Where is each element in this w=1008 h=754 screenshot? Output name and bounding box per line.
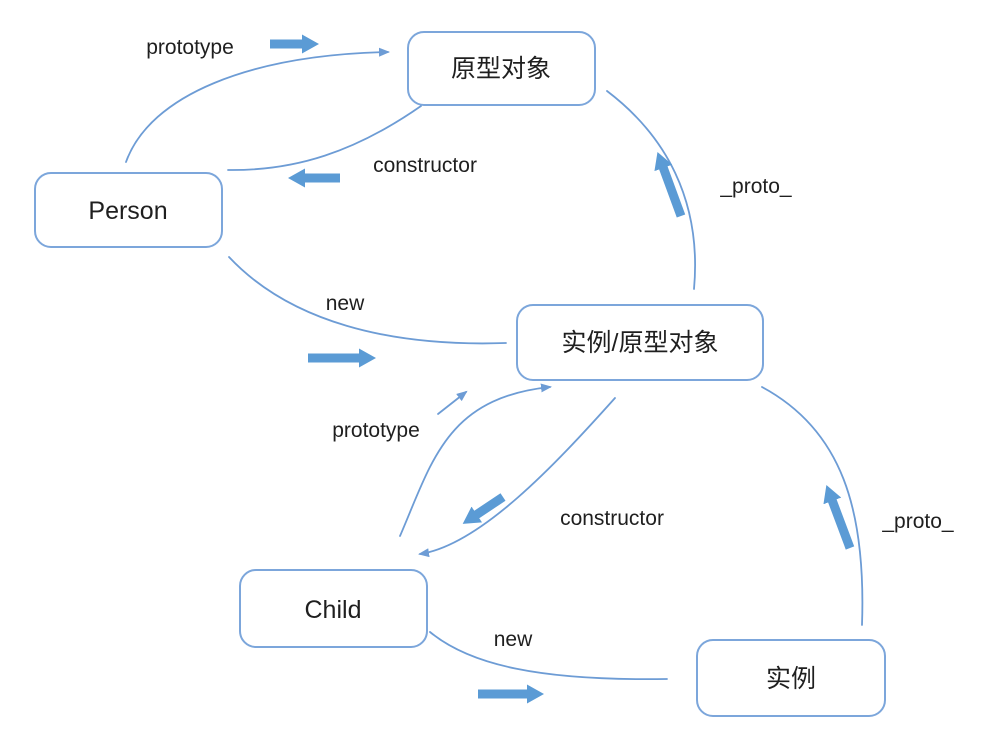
edge-instance-prototype-to-child-curve xyxy=(418,397,616,558)
edge-prototype-object-to-person-curve xyxy=(227,105,422,171)
node-instance-label: 实例 xyxy=(766,665,816,693)
prototype-bottom-pointer-arrow xyxy=(437,390,468,415)
edge-label-prototype-bottom: prototype xyxy=(332,419,420,442)
edge-label-new-bottom: new xyxy=(494,628,533,651)
node-instance: 实例 xyxy=(696,639,886,717)
block-arrows xyxy=(270,34,855,704)
node-prototype-object-label: 原型对象 xyxy=(451,55,551,83)
node-person-box xyxy=(34,172,223,248)
edge-child-to-instance-curve xyxy=(429,631,668,681)
edge-labels: prototype constructor _proto_ new protot… xyxy=(146,36,954,651)
node-prototype-object-box xyxy=(407,31,596,106)
edge-person-to-instance-prototype-curve xyxy=(228,256,507,345)
node-person-label: Person xyxy=(88,197,167,225)
nodes: 原型对象 Person 实例/原型对象 Child 实例 xyxy=(34,31,886,717)
node-instance-prototype-object-box xyxy=(516,304,764,381)
node-child: Child xyxy=(239,569,428,648)
edge-label-proto-top: _proto_ xyxy=(719,175,792,198)
edge-label-proto-bottom: _proto_ xyxy=(881,510,954,533)
constructor-bottom-block-arrow xyxy=(462,493,506,524)
node-instance-prototype-object-label: 实例/原型对象 xyxy=(562,329,719,357)
edge-label-prototype-top: prototype xyxy=(146,36,234,59)
edge-label-constructor-bottom: constructor xyxy=(560,507,664,530)
node-child-box xyxy=(239,569,428,648)
edge-label-new-top: new xyxy=(326,292,365,315)
proto-top-block-arrow xyxy=(654,151,686,218)
proto-bottom-block-arrow xyxy=(823,485,855,550)
node-child-label: Child xyxy=(305,596,362,624)
edge-person-to-prototype-object-curve xyxy=(125,47,390,163)
node-instance-box xyxy=(696,639,886,717)
edge-label-constructor-top: constructor xyxy=(373,154,477,177)
node-person: Person xyxy=(34,172,223,248)
node-instance-prototype-object: 实例/原型对象 xyxy=(516,304,764,381)
edge-instance-prototype-to-prototype-object-curve xyxy=(606,90,696,290)
edge-instance-to-instance-prototype-curve xyxy=(761,386,864,626)
node-prototype-object: 原型对象 xyxy=(407,31,596,106)
edge-child-to-instance-prototype-curve xyxy=(399,383,552,537)
connector-curves xyxy=(125,47,864,681)
